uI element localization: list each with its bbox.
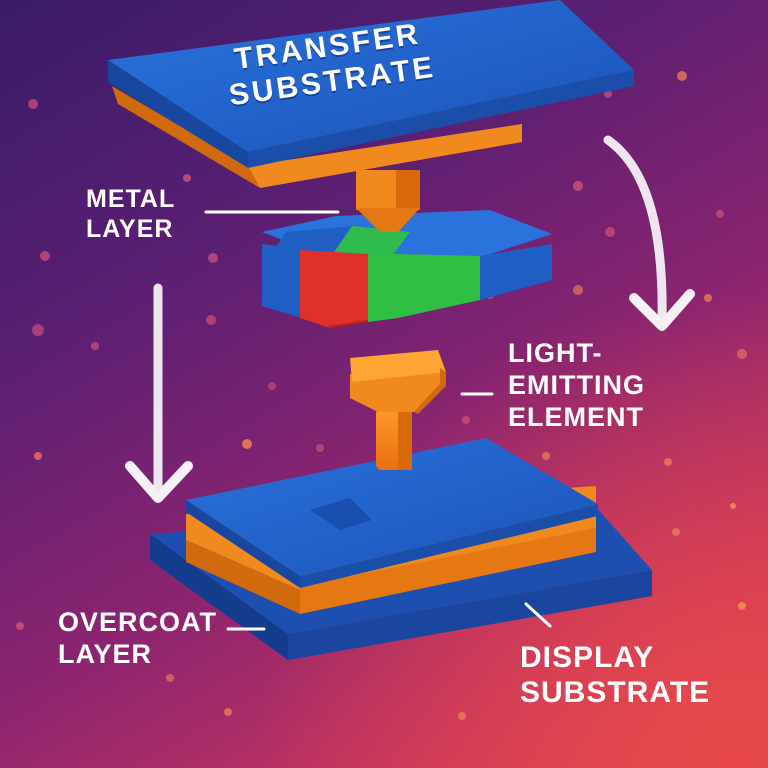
label-metal-line2: LAYER [86, 214, 174, 243]
metal-layer-block [262, 210, 552, 328]
label-light-emitting-element: LIGHT- EMITTING ELEMENT [508, 338, 645, 434]
display-top-plate [186, 438, 598, 588]
curved-arrow-right [603, 135, 695, 331]
transfer-nozzle [356, 170, 420, 232]
label-metal-layer: METAL LAYER [86, 185, 175, 244]
background-particles [16, 71, 747, 720]
label-light-line2: EMITTING [508, 369, 645, 400]
label-metal-line1: METAL [86, 185, 176, 213]
leader-display [524, 602, 552, 628]
label-display-line2: SUBSTRATE [520, 676, 711, 710]
down-arrow-left [125, 283, 193, 503]
label-display-substrate: DISPLAY SUBSTRATE [520, 640, 710, 711]
label-display-line1: DISPLAY [520, 641, 655, 674]
light-emitting-element [350, 350, 446, 470]
label-overcoat-line1: OVERCOAT [58, 607, 218, 637]
label-overcoat-line2: LAYER [58, 638, 153, 669]
leader-lines [204, 210, 552, 631]
transfer-substrate [108, 0, 634, 188]
label-light-line3: ELEMENT [508, 401, 645, 432]
label-light-line1: LIGHT- [508, 338, 603, 368]
label-overcoat-layer: OVERCOAT LAYER [58, 607, 217, 671]
